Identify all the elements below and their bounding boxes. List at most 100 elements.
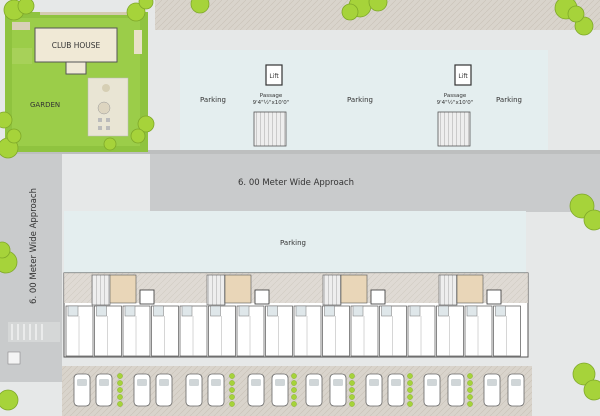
toilet <box>153 305 164 317</box>
tree-icon <box>126 2 146 22</box>
shrub-icon <box>349 394 355 400</box>
tree-icon <box>137 115 155 133</box>
shrub-icon <box>117 380 123 386</box>
tree-icon <box>17 0 35 15</box>
tree-icon <box>567 5 585 23</box>
shrub-icon <box>291 380 297 386</box>
shrub-icon <box>117 373 123 379</box>
stair-core <box>206 274 226 306</box>
shrub-icon <box>407 373 413 379</box>
shrub-icon <box>229 373 235 379</box>
shrub-icon <box>407 387 413 393</box>
tree-icon <box>6 128 22 144</box>
toilet <box>381 305 392 317</box>
toilet <box>352 305 364 317</box>
parking-label-4: Parking <box>280 239 306 247</box>
toilet <box>495 305 506 317</box>
shrub-icon <box>229 394 235 400</box>
stair-core <box>438 274 458 306</box>
tree-icon <box>0 389 19 411</box>
car-icon <box>329 373 347 407</box>
shrub-icon <box>467 394 473 400</box>
shrub-icon <box>349 373 355 379</box>
lift-label-left: Lift <box>269 73 279 80</box>
passage-label-left: Passage <box>260 93 283 99</box>
toilet <box>124 305 136 317</box>
passage-size-left: 9'4"½"x10'0" <box>253 99 290 106</box>
car-windshield <box>487 379 497 386</box>
car-windshield <box>77 379 87 386</box>
car-windshield <box>275 379 285 386</box>
car-icon <box>305 373 323 407</box>
horizontal-approach-road <box>150 152 600 212</box>
passage-size-right: 9'4"½"x10'0" <box>437 99 474 106</box>
core-left <box>253 64 287 147</box>
tree-icon <box>583 379 600 401</box>
car-icon <box>483 373 501 407</box>
shrub-icon <box>291 394 297 400</box>
tree-icon <box>341 3 359 21</box>
shrub-icon <box>117 394 123 400</box>
lobby-core <box>456 274 484 304</box>
car-windshield <box>189 379 199 386</box>
core-right <box>437 64 472 147</box>
car-icon <box>133 373 151 407</box>
car-windshield <box>99 379 109 386</box>
parking-label-3: Parking <box>496 96 522 104</box>
shrubs <box>117 373 473 407</box>
apartment-units <box>65 305 521 357</box>
shrub-icon <box>117 401 123 407</box>
shrub-icon <box>291 401 297 407</box>
shrub-icon <box>229 401 235 407</box>
lift-shaft <box>139 289 155 305</box>
passage-label-right: Passage <box>444 93 467 99</box>
apartment-unit <box>379 305 407 357</box>
tree-icon <box>583 209 600 231</box>
toilet <box>67 305 79 317</box>
car-icon <box>73 373 91 407</box>
car-icon <box>95 373 113 407</box>
tree-icon <box>572 362 596 386</box>
stair-core <box>322 274 342 306</box>
toilet <box>96 305 107 317</box>
apartment-unit <box>236 305 265 357</box>
car-windshield <box>309 379 319 386</box>
shrub-icon <box>407 380 413 386</box>
club-house-label: CLUB HOUSE <box>52 41 101 50</box>
shrub-icon <box>407 401 413 407</box>
shrub-icon <box>349 401 355 407</box>
lift-label-right: Lift <box>458 73 468 80</box>
car-windshield <box>369 379 379 386</box>
club-house-building <box>34 27 118 75</box>
entry-markings <box>7 322 60 365</box>
car-windshield <box>211 379 221 386</box>
shrub-icon <box>349 387 355 393</box>
parking-label-2: Parking <box>347 96 373 104</box>
car-windshield <box>511 379 521 386</box>
lower-parking-area <box>64 211 526 273</box>
toilet <box>466 305 478 317</box>
shrub-icon <box>467 387 473 393</box>
tree-icon <box>0 241 11 259</box>
toilet <box>238 305 250 317</box>
shrub-icon <box>349 380 355 386</box>
car-icon <box>271 373 289 407</box>
tree-icon <box>368 0 388 12</box>
toilet <box>409 305 421 317</box>
toilet <box>210 305 221 317</box>
toilet <box>295 305 307 317</box>
shrub-icon <box>229 380 235 386</box>
parking-label-1: Parking <box>200 96 226 104</box>
tree-icon <box>103 137 117 151</box>
car-icon <box>155 373 173 407</box>
toilet <box>324 305 335 317</box>
garden-area <box>5 12 148 152</box>
toilet <box>181 305 193 317</box>
building-cores <box>91 274 502 306</box>
lobby-core <box>224 274 252 304</box>
lobby-core <box>109 274 137 304</box>
car-windshield <box>251 379 261 386</box>
tree-icon <box>190 0 210 14</box>
car-windshield <box>391 379 401 386</box>
